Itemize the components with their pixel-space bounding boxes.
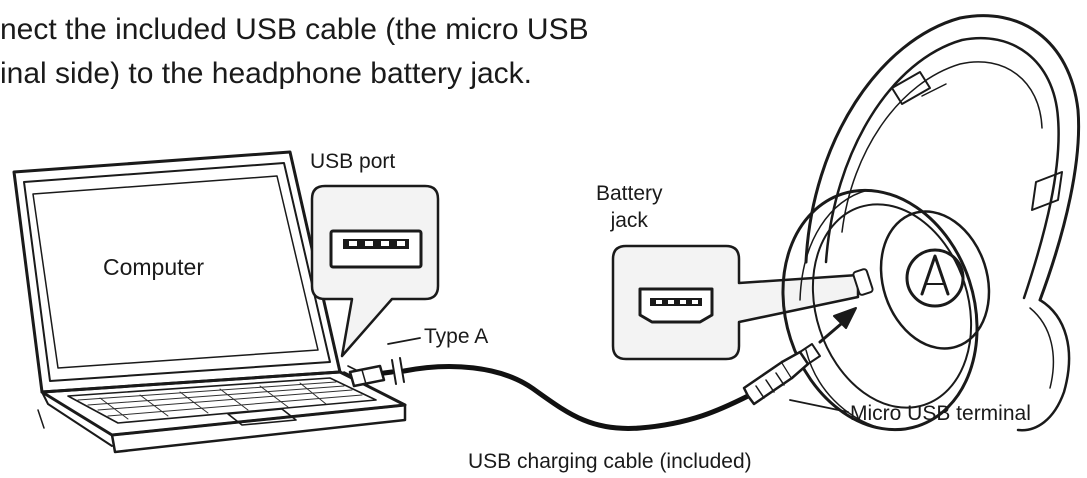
battery-jack-label-line-1: Battery: [596, 182, 663, 205]
micro-usb-terminal-label: Micro USB terminal: [850, 402, 1031, 425]
usb-type-a-port-icon: [329, 229, 423, 269]
instruction-line-2: inal side) to the headphone battery jack…: [0, 57, 533, 90]
usb-charging-cable-label: USB charging cable (included): [468, 450, 752, 473]
headphones-illustration: [781, 14, 1081, 432]
instruction-line-1: nect the included USB cable (the micro U…: [0, 13, 589, 46]
computer-label: Computer: [103, 254, 204, 280]
instruction-text: nect the included USB cable (the micro U…: [0, 8, 589, 96]
type-a-label: Type A: [424, 325, 489, 348]
battery-jack-label: Battery jack: [596, 180, 663, 234]
battery-jack-callout: [611, 244, 860, 361]
usb-port-label: USB port: [310, 150, 396, 173]
usb-charging-cable: [348, 337, 849, 432]
insert-arrow-icon: [818, 307, 857, 344]
laptop-illustration: [12, 150, 407, 454]
usb-port-callout: [310, 184, 440, 358]
micro-usb-jack-icon: [638, 287, 714, 324]
battery-jack-label-line-2: jack: [610, 209, 648, 232]
